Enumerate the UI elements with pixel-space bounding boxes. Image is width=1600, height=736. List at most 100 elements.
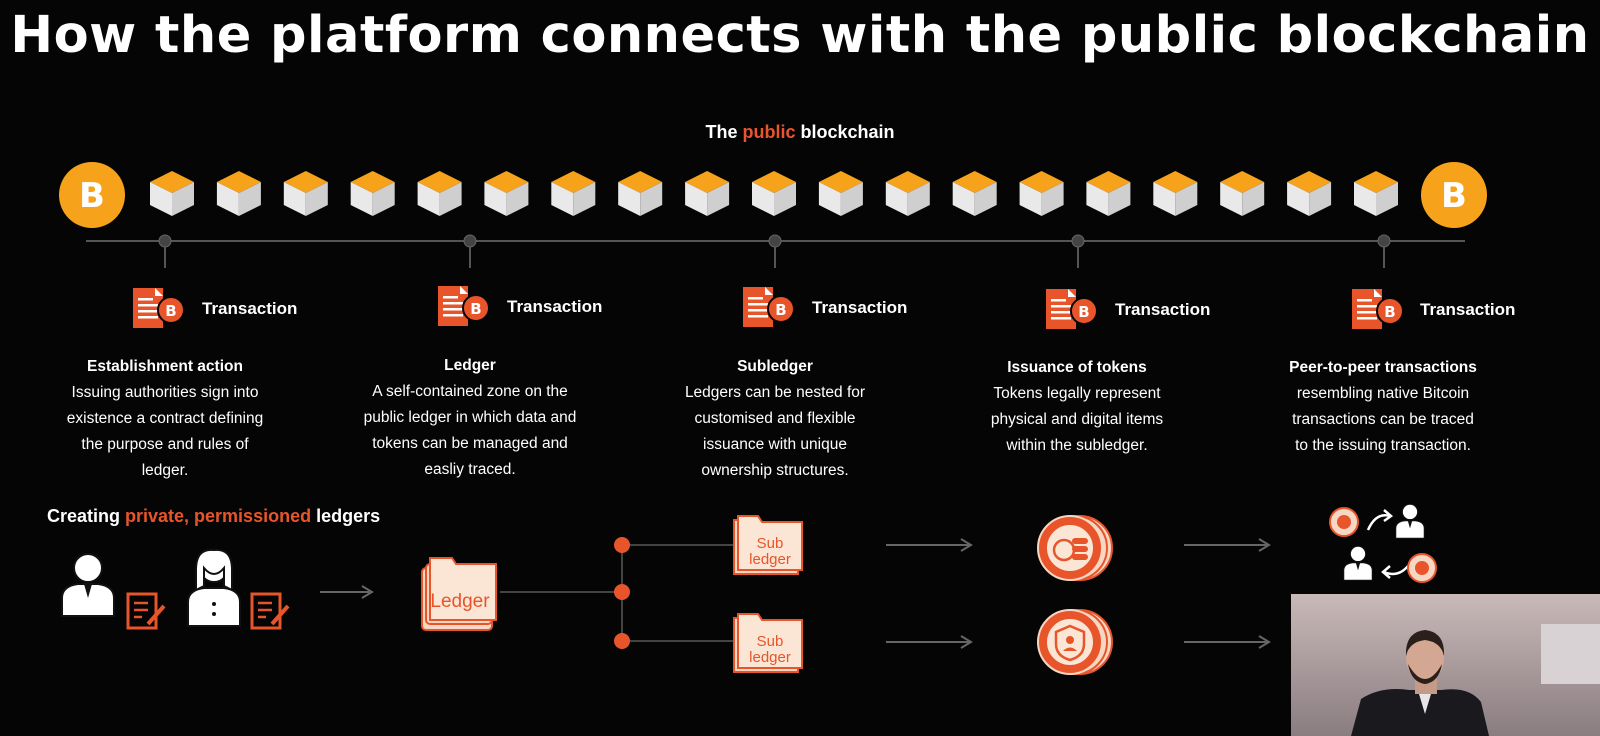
arrow-head (960, 538, 973, 552)
transaction-label: Transaction (507, 297, 603, 316)
ledger-label: Ledger (430, 591, 490, 612)
subledger-folder-icon: Sub ledger (733, 613, 803, 673)
block-cube-icon (952, 171, 997, 216)
transaction-label: Transaction (202, 299, 298, 318)
block-cube-icon (885, 171, 930, 216)
column-line: transactions can be traced (1292, 411, 1474, 428)
timeline-node (1071, 234, 1085, 248)
transaction-label: Transaction (1115, 300, 1211, 319)
page-title: How the platform connects with the publi… (10, 6, 1590, 65)
token-shield-icon (1037, 609, 1113, 675)
private-suffix: ledgers (311, 506, 381, 526)
flow-arrows (886, 538, 1271, 649)
transaction-document-icon: B (132, 287, 185, 329)
transaction-label: Transaction (1420, 300, 1516, 319)
block-cubes (150, 171, 1398, 216)
transaction-document-icon: B (1045, 288, 1098, 330)
column-line: existence a contract defining (66, 410, 264, 427)
ledger-folder-icon: Ledger (421, 557, 497, 631)
column-establishment: Establishment action Issuing authorities… (25, 354, 305, 484)
block-cube-icon (1086, 171, 1131, 216)
coin-symbol: B (165, 302, 176, 320)
timeline-nodes (158, 234, 1391, 268)
block-cube-icon (283, 171, 328, 216)
branch-node (614, 537, 630, 553)
timeline-node (463, 234, 477, 248)
column-line: Issuing authorities sign into (71, 384, 259, 401)
block-cube-icon (350, 171, 395, 216)
block-cube-icon (1287, 171, 1332, 216)
private-prefix: Creating (47, 506, 126, 526)
column-line: Tokens legally represent (993, 385, 1161, 402)
coin-symbol: B (79, 176, 105, 216)
user-icon-male (61, 553, 115, 617)
bitcoin-coin-icon-left: B (59, 162, 125, 228)
column-line: physical and digital items (990, 411, 1164, 428)
column-line: ledger. (141, 462, 189, 479)
column-heading: Peer-to-peer transactions (1289, 359, 1477, 376)
transaction-document-icon: B (437, 285, 490, 327)
block-cube-icon (484, 171, 529, 216)
arrow-head (960, 635, 973, 649)
contract-icon (250, 592, 290, 630)
svg-text:Sub: Sub (757, 633, 784, 650)
svg-text:ledger: ledger (749, 649, 791, 666)
block-cube-icon (150, 171, 194, 216)
column-line: to the issuing transaction. (1295, 437, 1471, 454)
transaction-document-icon: B (742, 286, 795, 328)
user-icon-female (187, 548, 241, 627)
timeline-node (1377, 234, 1391, 248)
speaker-video (1291, 594, 1600, 736)
column-ledger: Ledger A self-contained zone on the publ… (330, 353, 610, 483)
column-issuance: Issuance of tokens Tokens legally repres… (937, 355, 1217, 459)
column-peer-to-peer: Peer-to-peer transactions resembling nat… (1243, 355, 1523, 459)
block-cube-icon (1220, 171, 1265, 216)
private-accent: private, permissioned (125, 506, 312, 526)
coin-symbol: B (1384, 303, 1395, 321)
block-cube-icon (417, 171, 462, 216)
coin-symbol: B (470, 300, 481, 318)
blockchain-label: The public blockchain (0, 122, 1600, 143)
svg-text:Sub: Sub (757, 535, 784, 552)
coin-symbol: B (1078, 303, 1089, 321)
token-stack-icon (1037, 515, 1113, 581)
column-line: resembling native Bitcoin (1296, 385, 1470, 402)
column-line: issuance with unique (703, 436, 847, 453)
block-cube-icon (1019, 171, 1064, 216)
private-ledgers-label: Creating private, permissioned ledgers (47, 506, 380, 527)
arrow-head (1258, 635, 1271, 649)
block-cube-icon (216, 171, 261, 216)
bitcoin-coin-icon-right: B (1421, 162, 1487, 228)
column-heading: Issuance of tokens (1007, 359, 1147, 376)
column-heading: Subledger (737, 358, 813, 375)
transaction-label: Transaction (812, 298, 908, 317)
speaker-image (1291, 594, 1600, 736)
column-line: tokens can be managed and (372, 435, 568, 452)
peer-to-peer-icon (1329, 503, 1437, 583)
column-line: easliy traced. (424, 461, 516, 478)
contract-icon (126, 592, 166, 630)
coin-symbol: B (775, 301, 786, 319)
column-line: within the subledger. (1006, 437, 1148, 454)
timeline-node (768, 234, 782, 248)
branch-node (614, 584, 630, 600)
block-cube-icon (685, 171, 730, 216)
blockchain-label-prefix: The (705, 122, 743, 142)
column-line: Ledgers can be nested for (684, 384, 866, 401)
column-heading: Establishment action (87, 358, 243, 375)
column-line: A self-contained zone on the (372, 383, 568, 400)
column-subledger: Subledger Ledgers can be nested for cust… (635, 354, 915, 484)
transaction-document-icon: B (1351, 288, 1404, 330)
column-line: ownership structures. (701, 462, 849, 479)
block-cube-icon (1153, 171, 1198, 216)
branch-node (614, 633, 630, 649)
block-cube-icon (551, 171, 596, 216)
svg-text:ledger: ledger (749, 551, 791, 568)
blockchain-label-suffix: blockchain (795, 122, 895, 142)
block-cube-icon (618, 171, 663, 216)
arrow-head (1258, 538, 1271, 552)
block-cube-icon (1354, 171, 1398, 216)
